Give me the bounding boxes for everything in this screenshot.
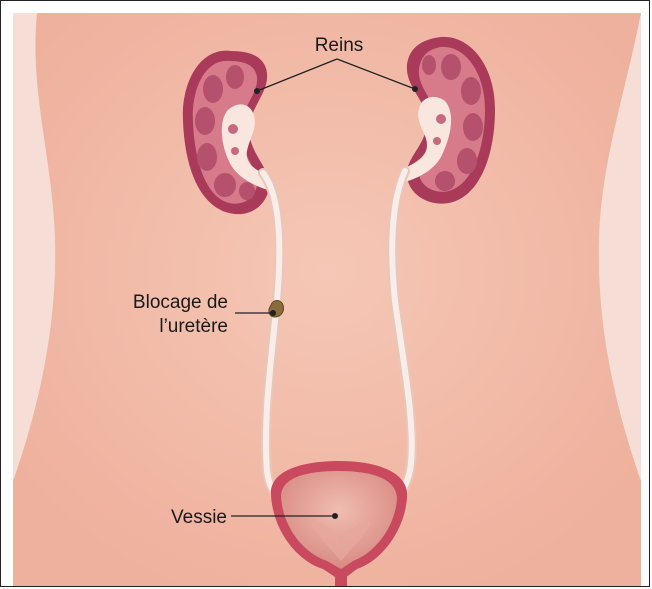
- label-blockage-line2: l’uretère: [159, 316, 228, 337]
- label-reins: Reins: [315, 35, 364, 56]
- leader-dot-bladder: [332, 513, 338, 519]
- leader-dot-left-kidney: [254, 88, 260, 94]
- leader-dot-stone: [270, 310, 276, 316]
- leader-dot-right-kidney: [412, 86, 418, 92]
- label-blockage-line1: Blocage de: [133, 292, 228, 313]
- label-vessie: Vessie: [171, 507, 227, 528]
